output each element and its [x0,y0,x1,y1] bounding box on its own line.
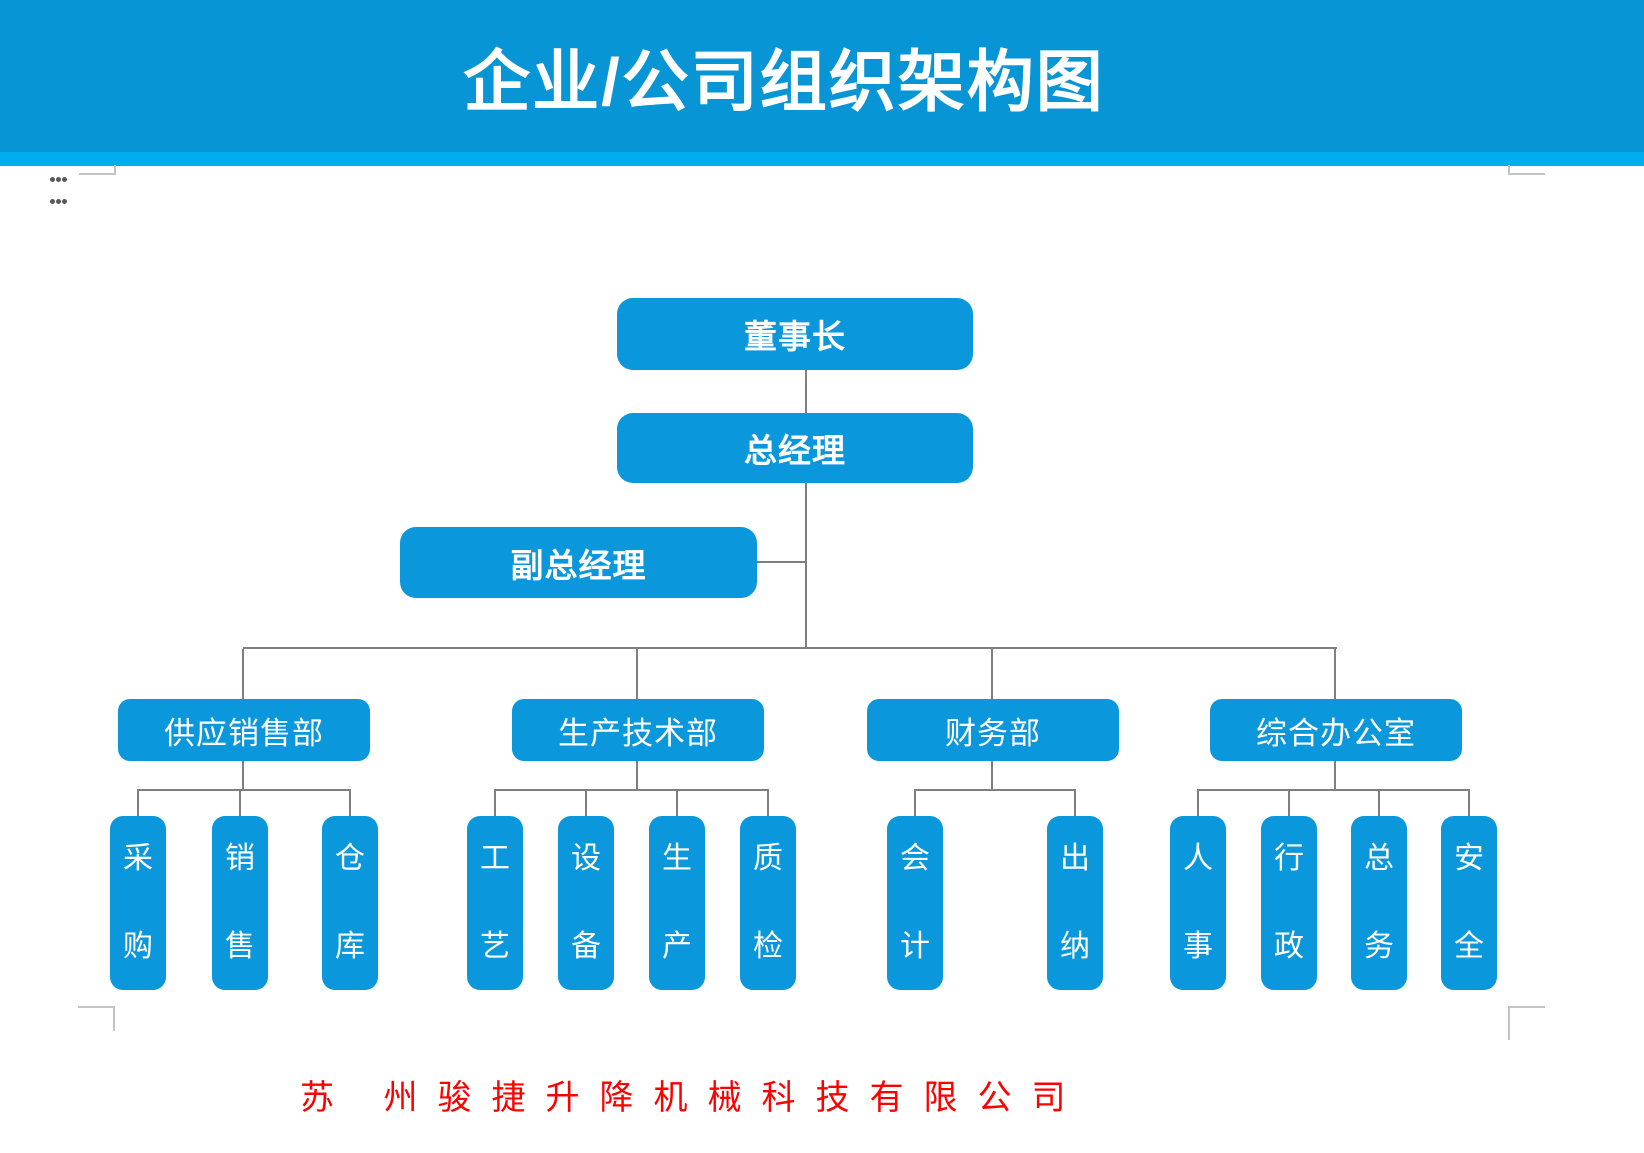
org-node-label: 会计 [900,842,930,963]
org-node-label: 质检 [753,842,783,963]
org-node-chairman[interactable]: 董事长 [617,298,973,370]
connector-line [991,761,993,790]
org-node-dept-supply-sales[interactable]: 供应销售部 [118,699,370,761]
org-node-dept-production-tech[interactable]: 生产技术部 [512,699,764,761]
connector-line [242,649,244,699]
connector-line [1288,791,1290,816]
org-node-label: 供应销售部 [164,715,324,751]
org-node-label: 董事长 [744,318,846,355]
text-boundary-mark-bottom-left [113,1006,115,1031]
org-node-label: 采购 [123,842,153,963]
org-node-label: 工艺 [480,842,510,963]
text-boundary-mark-top-right [1508,173,1545,175]
text-boundary-mark-top-right [1508,165,1510,175]
org-node-administration[interactable]: 行政 [1261,816,1317,990]
connector-line [494,789,769,791]
connector-line [243,647,1337,649]
org-node-label: 副总经理 [510,546,647,584]
connector-line [137,791,139,816]
page-title: 企业/公司组织架构图 [463,44,1105,120]
org-node-procurement[interactable]: 采购 [110,816,166,990]
org-node-label: 销售 [225,842,255,963]
org-node-label: 生产 [662,842,692,963]
org-node-label: 总经理 [744,432,846,469]
org-node-cashier[interactable]: 出纳 [1047,816,1103,990]
connector-line [1334,649,1336,699]
org-node-label: 人事 [1183,842,1213,963]
drag-handle-icon[interactable] [50,177,67,204]
org-node-label: 总务 [1364,842,1394,963]
connector-line [805,483,807,648]
connector-line [239,791,241,816]
connector-line [242,761,244,790]
connector-line [757,561,805,563]
text-boundary-mark-bottom-right [1508,1006,1510,1040]
connector-line [636,649,638,699]
text-boundary-mark-bottom-left [78,1006,115,1008]
connector-line [137,789,351,791]
connector-line [349,791,351,816]
org-node-label: 设备 [571,842,601,963]
connector-line [585,791,587,816]
connector-line [676,791,678,816]
connector-line [1334,761,1336,790]
org-node-process[interactable]: 工艺 [467,816,523,990]
org-node-general-affairs[interactable]: 总务 [1351,816,1407,990]
org-node-label: 综合办公室 [1256,715,1416,751]
org-node-label: 出纳 [1060,842,1090,963]
org-node-safety[interactable]: 安全 [1441,816,1497,990]
org-node-general-manager[interactable]: 总经理 [617,413,973,483]
org-node-label: 仓库 [335,842,365,963]
connector-line [1074,791,1076,816]
org-node-hr[interactable]: 人事 [1170,816,1226,990]
connector-line [1197,791,1199,816]
org-node-deputy-general-manager[interactable]: 副总经理 [400,527,757,598]
org-node-equipment[interactable]: 设备 [558,816,614,990]
connector-line [1468,791,1470,816]
connector-line [805,370,807,413]
company-name-text: 苏 州骏捷升降机械科技有限公司 [300,1079,1086,1117]
text-boundary-mark-top-left [79,173,116,175]
connector-line [914,789,1076,791]
connector-line [767,791,769,816]
text-boundary-mark-top-left [114,165,116,175]
title-banner: 企业/公司组织架构图 [0,0,1644,152]
connector-line [914,791,916,816]
org-node-quality-inspection[interactable]: 质检 [740,816,796,990]
org-node-label: 行政 [1274,842,1304,963]
org-node-dept-general-office[interactable]: 综合办公室 [1210,699,1462,761]
title-banner-strip [0,152,1644,166]
connector-line [1378,791,1380,816]
org-node-label: 财务部 [945,715,1041,751]
org-node-dept-finance[interactable]: 财务部 [867,699,1119,761]
connector-line [636,761,638,790]
connector-line [1197,789,1470,791]
org-node-production[interactable]: 生产 [649,816,705,990]
connector-line [494,791,496,816]
org-node-label: 生产技术部 [558,715,718,751]
org-node-sales[interactable]: 销售 [212,816,268,990]
org-node-warehouse[interactable]: 仓库 [322,816,378,990]
org-node-accounting[interactable]: 会计 [887,816,943,990]
text-boundary-mark-bottom-right [1508,1006,1545,1008]
connector-line [991,649,993,699]
org-node-label: 安全 [1454,842,1484,963]
